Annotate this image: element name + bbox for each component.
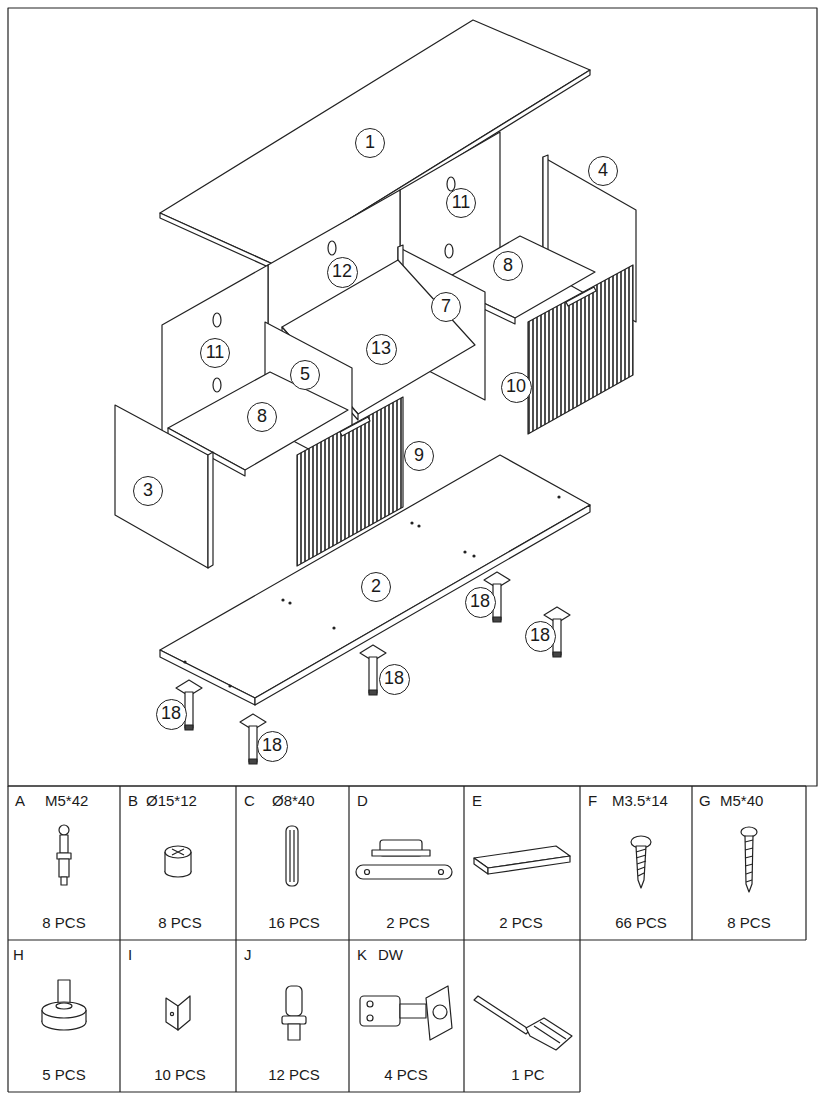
table-text: F (588, 793, 597, 810)
table-text: I (128, 947, 132, 964)
table-text: 12 PCS (268, 1067, 320, 1084)
table-text: 8 PCS (727, 915, 770, 932)
table-text: Ø15*12 (146, 793, 197, 810)
callout-number: 1 (355, 128, 385, 158)
table-text: B (128, 793, 138, 810)
table-text: M5*40 (720, 793, 763, 810)
callout-number: 8 (247, 402, 277, 432)
table-text: M3.5*14 (612, 793, 668, 810)
table-text: DW (378, 947, 403, 964)
callout-number: 18 (257, 731, 288, 762)
callout-number: 5 (290, 360, 320, 390)
table-text: Ø8*40 (272, 793, 315, 810)
table-text: 16 PCS (268, 915, 320, 932)
table-text: 10 PCS (154, 1067, 206, 1084)
table-text: 5 PCS (42, 1067, 85, 1084)
callout-number: 2 (361, 572, 391, 602)
table-text: 8 PCS (158, 915, 201, 932)
table-text: C (244, 793, 255, 810)
table-text: 2 PCS (386, 915, 429, 932)
table-text: 66 PCS (615, 915, 667, 932)
callout-number: 7 (431, 292, 461, 322)
table-text: D (357, 793, 368, 810)
callout-number: 13 (366, 334, 397, 365)
table-text: J (244, 947, 252, 964)
table-text: 8 PCS (42, 915, 85, 932)
callout-number: 9 (404, 441, 434, 471)
table-text: A (15, 793, 25, 810)
callout-number: 18 (379, 664, 410, 695)
callout-number: 4 (588, 156, 618, 186)
table-text: E (472, 793, 482, 810)
table-text: 4 PCS (384, 1067, 427, 1084)
callout-number: 8 (493, 251, 523, 281)
callout-number: 18 (525, 621, 556, 652)
table-text: G (699, 793, 711, 810)
callout-number: 10 (501, 372, 532, 403)
callout-number: 11 (200, 338, 230, 368)
table-text: 2 PCS (499, 915, 542, 932)
table-text: H (13, 947, 24, 964)
callout-number: 11 (446, 188, 476, 218)
callout-number: 18 (156, 699, 187, 730)
callout-number: 3 (133, 476, 163, 506)
table-text: K (357, 947, 367, 964)
callout-number: 18 (465, 587, 496, 618)
table-text: M5*42 (45, 793, 88, 810)
callout-number: 12 (327, 257, 358, 288)
table-text: 1 PC (511, 1067, 544, 1084)
